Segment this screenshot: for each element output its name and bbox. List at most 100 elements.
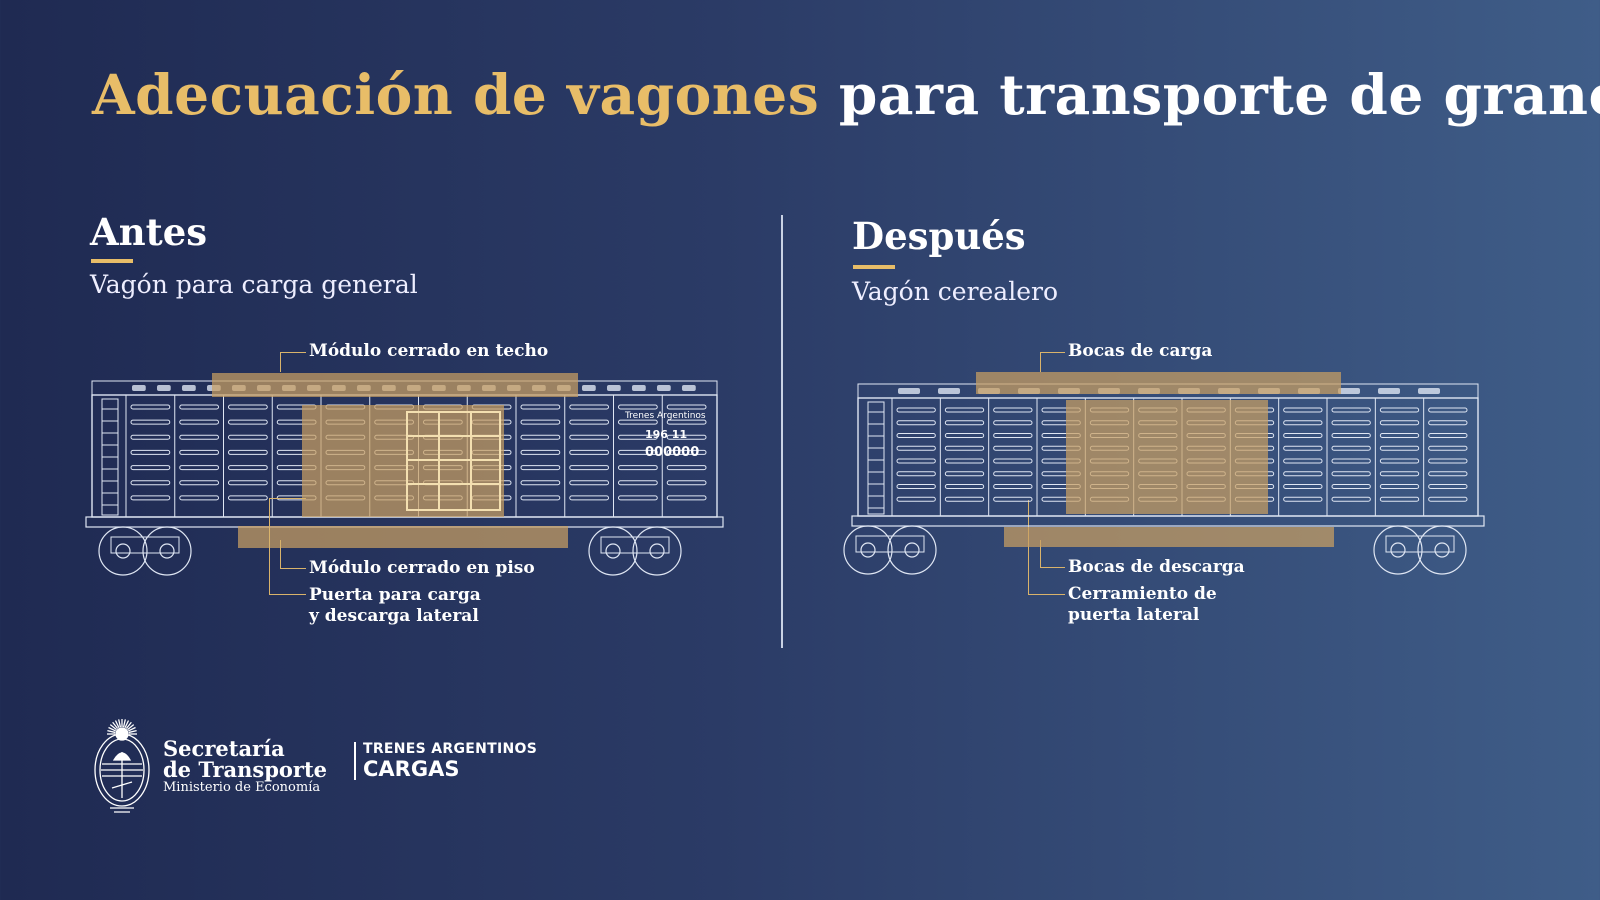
wheel	[843, 525, 893, 575]
panel-slat	[1428, 471, 1468, 477]
panel-slat	[1283, 496, 1323, 502]
panel-slat	[896, 496, 936, 502]
roof-hatch	[632, 385, 646, 391]
panel-slat	[1283, 433, 1323, 438]
roof-hatch	[582, 385, 596, 391]
before-subtitle: Vagón para carga general	[90, 270, 418, 299]
sun-ray	[127, 724, 135, 731]
panel-slat	[666, 495, 707, 501]
panel-slat	[1283, 484, 1323, 489]
leader-line	[1028, 500, 1065, 595]
panel-slat	[666, 404, 707, 410]
panel-slat	[228, 419, 268, 425]
panel-slat	[130, 480, 171, 486]
sun-ray	[125, 721, 132, 729]
panel-slat	[569, 434, 609, 440]
after-underline	[853, 265, 895, 269]
panel-slat	[896, 420, 936, 426]
leader-line	[269, 498, 306, 595]
panel-slat	[618, 419, 658, 425]
roof-hatch	[657, 385, 671, 391]
panel-slat	[1379, 458, 1420, 464]
panel-slat	[993, 445, 1033, 451]
label-unloading-hatches: Bocas de descarga	[1068, 557, 1245, 577]
panel-slat	[618, 480, 658, 486]
wheel-hub	[1390, 542, 1406, 558]
panel-slat	[993, 484, 1033, 489]
trenes-text: TRENES ARGENTINOS	[363, 741, 538, 757]
roof-hatch	[898, 388, 920, 394]
ministerio-text: Ministerio de Economía	[163, 780, 321, 795]
label-loading-hatches: Bocas de carga	[1068, 341, 1213, 361]
panel-slat	[1331, 407, 1371, 413]
unloading-hatches-highlight	[1004, 527, 1334, 547]
bogie-frame	[600, 536, 670, 554]
panel-slat	[520, 404, 561, 410]
secretaria-logo-text: Secretaría de Transporte Ministerio de E…	[163, 738, 327, 796]
panel-slat	[666, 449, 707, 455]
panel-slat	[666, 434, 707, 440]
roof-hatch	[182, 385, 196, 391]
panel-slat	[520, 465, 561, 471]
panel-slat	[1428, 496, 1468, 502]
panel-slat	[896, 433, 936, 438]
panel-slat	[130, 449, 171, 455]
sun-ray	[118, 719, 122, 728]
panel-slat	[944, 496, 985, 502]
wheel	[887, 525, 937, 575]
panel-slat	[130, 419, 171, 425]
secretaria-line1: Secretaría	[163, 736, 285, 761]
sun-ray	[122, 719, 126, 728]
panel-slat	[520, 434, 561, 440]
panel-slat	[569, 465, 609, 471]
leader-line	[280, 352, 306, 372]
panel-slat	[1428, 445, 1468, 451]
sun-ray	[109, 724, 117, 731]
door-closure-highlight	[1066, 400, 1268, 514]
bogie-frame	[1385, 535, 1455, 553]
page-title: Adecuación de vagones para transporte de…	[92, 62, 1600, 127]
panel-slat	[1379, 433, 1420, 438]
label-line: Puerta para carga	[309, 585, 481, 605]
after-heading: Después	[852, 214, 1026, 258]
panel-slat	[130, 495, 171, 501]
panel-slat	[1331, 458, 1371, 464]
sun-ray	[128, 730, 137, 734]
panel-slat	[944, 420, 985, 426]
car-brand-marking: Trenes Argentinos	[624, 411, 706, 421]
roof-hatch	[157, 385, 171, 391]
car-code-marking: 196 11	[645, 428, 687, 441]
panel-slat	[896, 484, 936, 489]
sun-ray	[107, 730, 116, 734]
panel-slat	[896, 445, 936, 451]
wheel	[1373, 525, 1423, 575]
bogie-frame	[855, 535, 925, 553]
trenes-argentinos-logo: TRENES ARGENTINOS CARGAS	[363, 741, 537, 781]
label-line: puerta lateral	[1068, 605, 1200, 625]
panel-slat	[666, 419, 707, 425]
panel-slat	[1428, 407, 1468, 413]
panel-slat	[179, 404, 219, 410]
leader-line	[1040, 352, 1065, 372]
panel-slat	[179, 495, 219, 501]
panel-slat	[666, 480, 707, 486]
panel-slat	[179, 434, 219, 440]
panel-slat	[1283, 407, 1323, 413]
label-line: y descarga lateral	[309, 606, 479, 626]
panel-slat	[569, 449, 609, 455]
panel-slat	[944, 484, 985, 489]
panel-slat	[130, 465, 171, 471]
wheel	[632, 526, 682, 576]
panel-slat	[618, 495, 658, 501]
panel-slat	[944, 445, 985, 451]
panel-slat	[896, 407, 936, 413]
panel-slat	[944, 471, 985, 477]
label-line: Cerramiento de	[1068, 584, 1217, 604]
wheel	[98, 526, 148, 576]
panel-slat	[1379, 471, 1420, 477]
roof-hatch	[132, 385, 146, 391]
label-roof-module: Módulo cerrado en techo	[309, 341, 549, 361]
